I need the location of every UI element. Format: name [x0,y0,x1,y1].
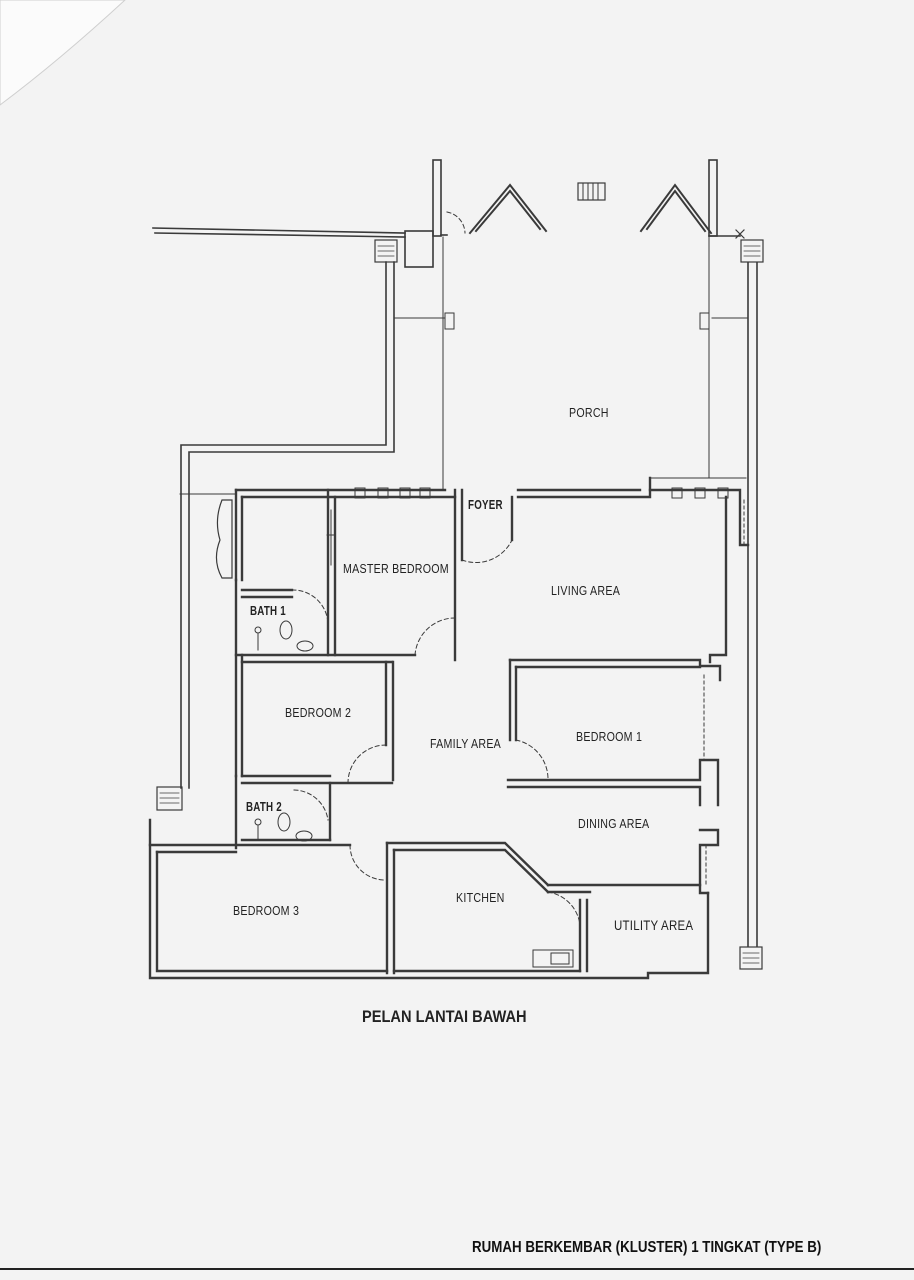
room-label-bedroom-3: BEDROOM 3 [233,903,300,918]
window-markers [179,487,729,499]
room-label-kitchen: KITCHEN [456,890,505,905]
gate-pillar-left [404,159,448,268]
kitchen-sink [532,949,574,968]
page-corner-curl [0,0,126,106]
vent-boxes [156,239,764,970]
vent-box-lines [159,245,761,964]
wardrobe-marker [326,509,336,566]
room-label-master-bedroom: MASTER BEDROOM [343,561,449,576]
room-label-dining-area: DINING AREA [578,816,650,831]
room-label-living-area: LIVING AREA [551,583,621,598]
porch-outline [394,236,749,491]
utility-dashed-edges [703,499,745,886]
plan-title: PELAN LANTAI BAWAH [362,1007,527,1026]
door-swings [149,539,581,926]
room-label-bath-1: BATH 1 [250,604,286,618]
porch-light [577,182,606,201]
bath2-fixtures [254,812,313,842]
left-boundary-fence [152,227,406,789]
room-label-utility-area: UTILITY AREA [614,917,694,933]
right-boundary-fence [747,262,758,947]
folding-gate [468,183,713,235]
porch-light-bars [582,183,599,200]
room-label-bedroom-1: BEDROOM 1 [576,729,643,744]
room-label-bath-2: BATH 2 [246,800,282,814]
gate-swing-arc [446,211,466,234]
footer-title: RUMAH BERKEMBAR (KLUSTER) 1 TINGKAT (TYP… [472,1239,822,1256]
planter-shrub [215,499,233,579]
gate-pillar-right [708,159,745,239]
bath1-fixtures [254,620,314,652]
room-label-family-area: FAMILY AREA [430,736,502,751]
room-label-bedroom-2: BEDROOM 2 [285,705,352,720]
room-label-porch: PORCH [569,405,609,420]
footer-rule [0,1268,914,1270]
room-label-foyer: FOYER [468,498,503,512]
